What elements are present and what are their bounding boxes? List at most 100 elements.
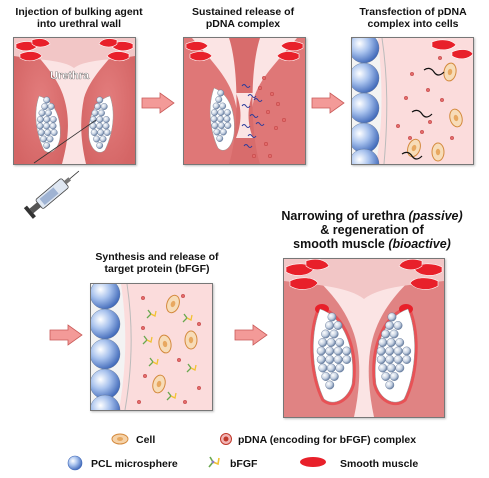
microsphere [318,363,328,373]
microsphere [378,338,388,347]
microsphere [385,346,395,356]
microsphere [102,116,110,123]
cell [449,108,463,128]
microsphere [215,96,223,103]
pdna-complex [143,373,148,378]
microsphere [97,129,105,136]
panel-regeneration-illustration [284,259,444,417]
microsphere [90,129,98,136]
bfgf [186,363,197,373]
microsphere [99,135,107,143]
microsphere [223,115,231,123]
microsphere [333,355,343,364]
microsphere [47,103,55,110]
cell [443,62,457,82]
microsphere [327,312,337,322]
microsphere [96,116,104,123]
pdna-complex [273,125,278,130]
pdna-complex [425,88,430,93]
bfgf [142,335,153,345]
pdna-complex [281,117,286,122]
microsphere [211,109,218,116]
microsphere [91,109,99,117]
microsphere [386,363,396,373]
pdna-complex [251,153,256,158]
microsphere [36,116,44,123]
microsphere [321,329,330,339]
cell [166,294,180,314]
arrow-step4-to-step5 [234,324,268,346]
microsphere [342,355,352,364]
microsphere [220,128,227,136]
step5-line1-text: Narrowing of urethra [281,209,409,223]
bfgf-icon [208,456,220,468]
step5-label: Narrowing of urethra (passive) & regener… [262,209,482,251]
pdna-complex [141,326,146,331]
microsphere [96,142,104,149]
pdna-complex [257,86,262,91]
microsphere [325,355,335,364]
microsphere [378,363,388,373]
pdna-complex [419,129,424,134]
microsphere [316,346,326,356]
arrow-to-step4 [49,324,83,346]
microsphere [96,96,104,104]
microsphere [103,129,111,136]
microsphere [335,338,345,347]
microsphere [43,142,51,149]
pdna-complex [437,56,442,61]
pdna-complex [404,96,409,101]
pdna-complex [427,119,432,124]
microsphere [217,89,225,97]
step5-line2: & regeneration of [320,223,424,237]
microsphere [43,96,51,104]
step4-label: Synthesis and release of target protein … [95,251,219,275]
microsphere [49,116,57,123]
microsphere [50,129,58,136]
cell [431,142,445,162]
panel-sustained-release-illustration [184,38,305,164]
microsphere [91,394,121,410]
microsphere [91,368,121,400]
microsphere [395,338,405,347]
microsphere [211,122,219,129]
microsphere [325,380,335,390]
microsphere [333,321,343,330]
cell [407,138,421,158]
step5-line3-text: smooth muscle [293,237,389,251]
microsphere [402,346,412,356]
microsphere [93,135,100,143]
pdna-complex [261,76,266,81]
microsphere [321,372,331,381]
step2-label: Sustained release of pDNA complex [191,6,295,30]
microsphere [216,135,224,142]
pdna-complex [182,399,187,404]
panel-sustained-release [183,37,306,165]
pdna-complex [408,135,413,140]
bfgf [182,313,193,323]
microsphere [318,338,328,347]
microsphere [44,129,52,136]
cell-icon [111,433,129,445]
microsphere [333,346,343,356]
microsphere [389,329,399,339]
microsphere [102,122,110,130]
pdna-complex [410,72,415,77]
microsphere [41,103,49,110]
syringe-icon [23,170,80,219]
pcl-microsphere-icon [67,455,83,471]
microsphere [316,355,326,364]
microsphere [376,346,386,356]
microsphere [386,338,396,347]
pdna-complex [141,295,146,300]
microsphere [385,321,394,330]
step1-label: Injection of bulking agent into urethral… [15,6,143,30]
pdna-complex [265,109,270,114]
bfgf [146,309,157,319]
step5-passive: (passive) [408,209,463,223]
microsphere [393,355,403,364]
microsphere [38,109,46,117]
bfgf [166,391,177,401]
legend-smooth-muscle-label: Smooth muscle [340,458,419,470]
microsphere [352,62,380,94]
